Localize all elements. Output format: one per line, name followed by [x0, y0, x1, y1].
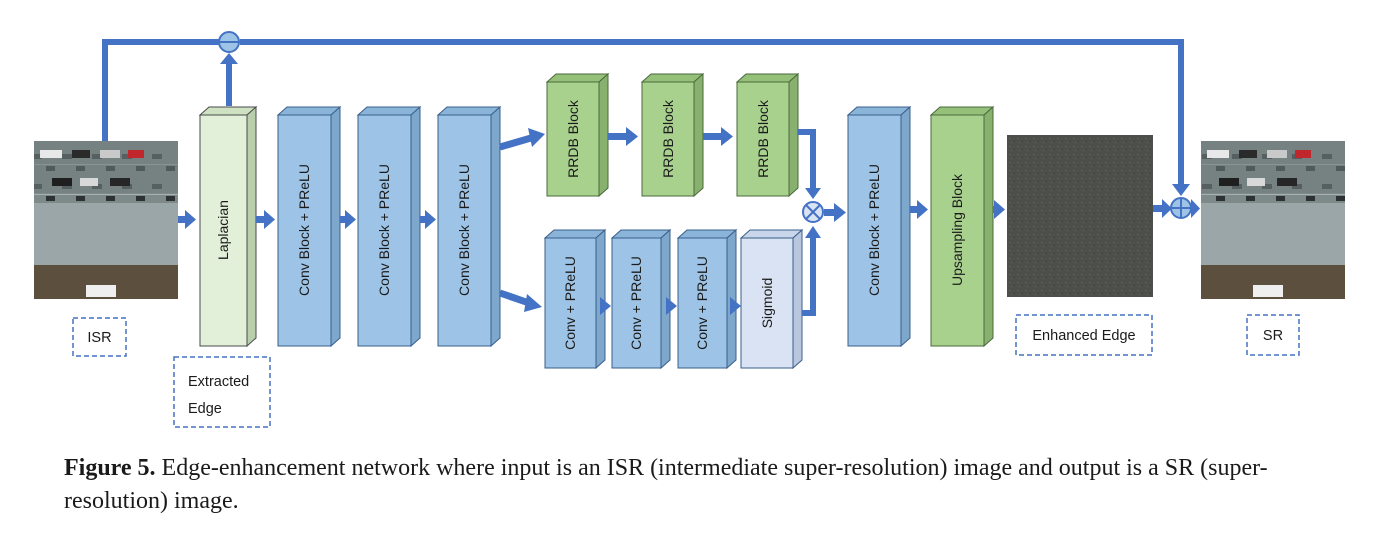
- multiply-to-conv4-arrowhead: [834, 203, 846, 222]
- conv-block-3: Conv Block + PReLU: [436, 105, 502, 348]
- extracted-edge-label-box: Extracted Edge: [173, 356, 271, 428]
- conv-prelu-block-2-label: Conv + PReLU: [628, 256, 644, 350]
- isr-image: [34, 141, 178, 299]
- arrowhead-3: [425, 210, 436, 229]
- minus-circle-icon: [218, 31, 240, 53]
- figure-label: Figure 5.: [64, 455, 156, 481]
- add-to-sr-arrowhead: [1191, 199, 1200, 218]
- conv-prelu-block-1: Conv + PReLU: [543, 228, 607, 370]
- laplacian-label: Laplacian: [215, 200, 231, 260]
- times-circle-icon: [802, 201, 824, 223]
- cp-arrowhead-3: [730, 297, 741, 315]
- plus-circle-icon: [1170, 197, 1192, 219]
- conv-block-2-label: Conv Block + PReLU: [376, 164, 392, 296]
- lower-branch-arrowhead: [524, 294, 542, 312]
- rrdb-block-3: RRDB Block: [735, 72, 800, 198]
- arrow-line-3: [420, 216, 427, 223]
- sigmoid-block: Sigmoid: [739, 228, 804, 370]
- conv-block-1: Conv Block + PReLU: [276, 105, 342, 348]
- conv-block-2: Conv Block + PReLU: [356, 105, 422, 348]
- conv-prelu-block-3-label: Conv + PReLU: [694, 256, 710, 350]
- laplacian-block: Laplacian: [198, 105, 258, 348]
- sr-label: SR: [1263, 328, 1283, 344]
- rrdb-arrow-line-2: [703, 133, 722, 140]
- enhanced-edge-label-box: Enhanced Edge: [1015, 314, 1153, 356]
- sigmoid-to-multiply-line: [802, 236, 816, 316]
- sr-label-box: SR: [1246, 314, 1300, 356]
- figure-caption-text: Edge-enhancement network where input is …: [64, 455, 1268, 514]
- isr-label-box: ISR: [72, 317, 127, 357]
- lower-branch-line: [498, 289, 531, 307]
- arrow-line-2: [340, 216, 347, 223]
- cp-arrowhead-1: [600, 297, 611, 315]
- extracted-edge-label-line1: Extracted: [188, 374, 249, 390]
- conv-block-1-label: Conv Block + PReLU: [296, 164, 312, 296]
- arrowhead-1: [264, 210, 275, 229]
- conv4-to-upsampling-arrowhead: [917, 200, 928, 219]
- isr-label: ISR: [87, 330, 111, 346]
- conv-prelu-block-2: Conv + PReLU: [610, 228, 672, 370]
- rrdb-block-2: RRDB Block: [640, 72, 705, 198]
- edge-to-add-line: [1153, 205, 1164, 212]
- rrdb-arrowhead-1: [626, 127, 638, 146]
- rrdb-block-1: RRDB Block: [545, 72, 610, 198]
- conv4-to-upsampling-line: [910, 206, 919, 213]
- laplacian-to-subtract-line: [226, 62, 232, 106]
- rrdb-block-1-label: RRDB Block: [565, 99, 581, 178]
- sigmoid-label: Sigmoid: [759, 278, 775, 329]
- skip-arrowhead: [1172, 184, 1190, 196]
- edge-to-add-arrowhead: [1162, 199, 1172, 218]
- isr-arrow-line: [178, 216, 186, 223]
- rrdb-to-multiply-line: [798, 129, 816, 190]
- extracted-edge-label-line2: Edge: [188, 401, 222, 417]
- rrdb-to-multiply-arrowhead: [805, 188, 821, 199]
- sr-image: [1201, 141, 1345, 299]
- multiply-to-conv4-line: [824, 209, 836, 216]
- upper-branch-arrowhead: [528, 128, 545, 147]
- conv-prelu-block-1-label: Conv + PReLU: [562, 256, 578, 350]
- arrowhead-2: [345, 210, 356, 229]
- rrdb-block-3-label: RRDB Block: [755, 99, 771, 178]
- conv-block-4-label: Conv Block + PReLU: [866, 164, 882, 296]
- upper-branch-line: [499, 134, 532, 151]
- sigmoid-to-multiply-arrowhead: [805, 226, 821, 238]
- rrdb-arrow-line-1: [608, 133, 627, 140]
- rrdb-arrowhead-2: [721, 127, 733, 146]
- enhanced-edge-image: [1007, 135, 1153, 297]
- conv-prelu-block-3: Conv + PReLU: [676, 228, 738, 370]
- isr-arrowhead: [185, 210, 196, 229]
- upsampling-block: Upsampling Block: [929, 105, 995, 348]
- conv-block-4: Conv Block + PReLU: [846, 105, 912, 348]
- conv-block-3-label: Conv Block + PReLU: [456, 164, 472, 296]
- rrdb-block-2-label: RRDB Block: [660, 99, 676, 178]
- upsampling-to-edge-arrowhead: [994, 200, 1005, 219]
- upsampling-label: Upsampling Block: [949, 173, 965, 286]
- figure-caption: Figure 5. Edge-enhancement network where…: [64, 452, 1334, 518]
- skip-connection-line: [102, 39, 1184, 186]
- laplacian-up-arrowhead: [220, 53, 238, 64]
- arrow-line-1: [256, 216, 265, 223]
- enhanced-edge-label: Enhanced Edge: [1032, 328, 1135, 344]
- cp-arrowhead-2: [666, 297, 677, 315]
